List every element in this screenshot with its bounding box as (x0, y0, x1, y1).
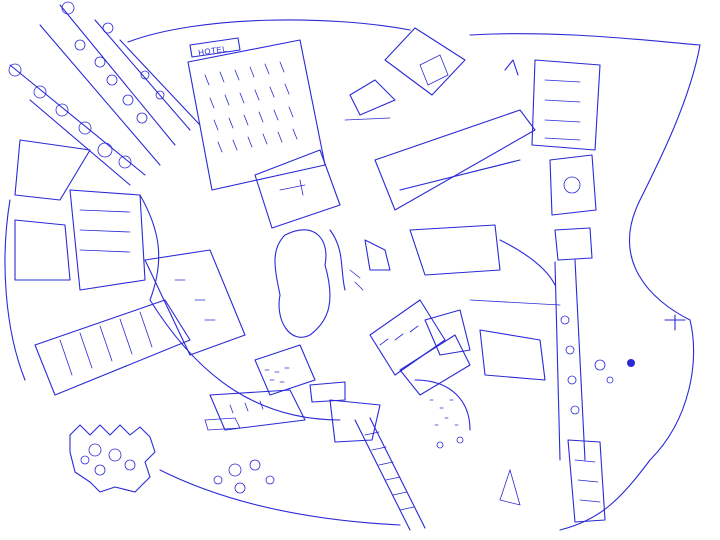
central-green (274, 229, 391, 338)
slab-building (34, 299, 191, 396)
tree-avenues (8, 1, 201, 186)
right-parkway (499, 227, 686, 523)
garden-block (504, 59, 601, 216)
pier (354, 417, 426, 531)
housing-cluster (369, 299, 546, 449)
tree-cluster-bottom-left (69, 424, 275, 494)
ring-building (144, 249, 246, 356)
plaza-cluster (204, 344, 381, 443)
perimeter-lines (4, 19, 701, 531)
wing-building (374, 109, 561, 306)
courtyard-left (14, 139, 160, 301)
hotel-building: HOTEL (187, 37, 341, 229)
hotel-sign: HOTEL (198, 44, 228, 57)
pavilion-top (344, 27, 466, 121)
ink-dot (627, 359, 635, 367)
